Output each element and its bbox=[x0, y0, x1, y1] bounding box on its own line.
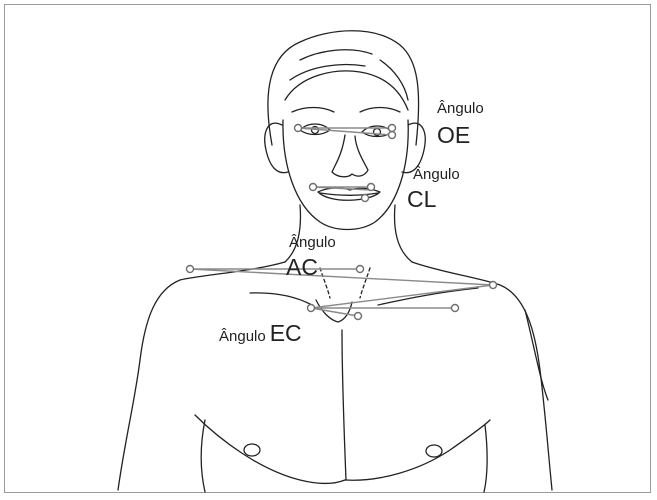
left-pectoral bbox=[195, 415, 345, 483]
nose bbox=[332, 135, 368, 177]
angle-label-oe-code: OE bbox=[437, 124, 484, 147]
landmark-marker bbox=[452, 305, 459, 312]
angle-label-cl-code: CL bbox=[407, 188, 460, 211]
sternum-line bbox=[342, 330, 346, 480]
ec-segment bbox=[311, 308, 358, 316]
left-side bbox=[201, 420, 205, 492]
right-arm-inner bbox=[525, 310, 548, 400]
landmark-marker bbox=[295, 125, 302, 132]
landmark-marker bbox=[355, 313, 362, 320]
landmark-marker bbox=[362, 195, 369, 202]
left-nipple bbox=[244, 444, 260, 456]
angle-label-ec-code: EC bbox=[270, 320, 302, 346]
angle-label-ec-word: Ângulo bbox=[219, 328, 266, 345]
landmark-marker bbox=[357, 266, 364, 273]
mouth-line bbox=[320, 193, 378, 195]
landmark-marker bbox=[490, 282, 497, 289]
hair-line bbox=[285, 71, 408, 110]
right-eyebrow bbox=[360, 108, 400, 113]
right-pectoral bbox=[345, 420, 490, 480]
landmark-marker bbox=[310, 184, 317, 191]
right-nipple bbox=[426, 445, 442, 457]
ec-line bbox=[311, 285, 493, 308]
angle-label-oe: Ângulo OE bbox=[437, 101, 484, 147]
neck-right bbox=[395, 205, 412, 262]
landmark-marker bbox=[368, 184, 375, 191]
landmark-marker bbox=[389, 132, 396, 139]
landmark-marker bbox=[187, 266, 194, 273]
hair-strands bbox=[290, 50, 408, 100]
right-shoulder bbox=[412, 262, 552, 490]
angle-label-cl-word: Ângulo bbox=[413, 166, 460, 183]
angle-label-ac-code: AC bbox=[286, 256, 336, 279]
angle-label-ac-word: Ângulo bbox=[289, 234, 336, 251]
right-clavicle bbox=[378, 288, 478, 305]
angle-label-oe-word: Ângulo bbox=[437, 100, 484, 117]
left-clavicle bbox=[250, 293, 312, 305]
landmark-marker bbox=[308, 305, 315, 312]
angle-label-cl: Ângulo CL bbox=[413, 167, 460, 211]
left-eyebrow bbox=[292, 108, 334, 113]
landmark-marker bbox=[389, 125, 396, 132]
right-side bbox=[484, 425, 487, 492]
angle-label-ac: Ângulo AC bbox=[289, 235, 336, 279]
